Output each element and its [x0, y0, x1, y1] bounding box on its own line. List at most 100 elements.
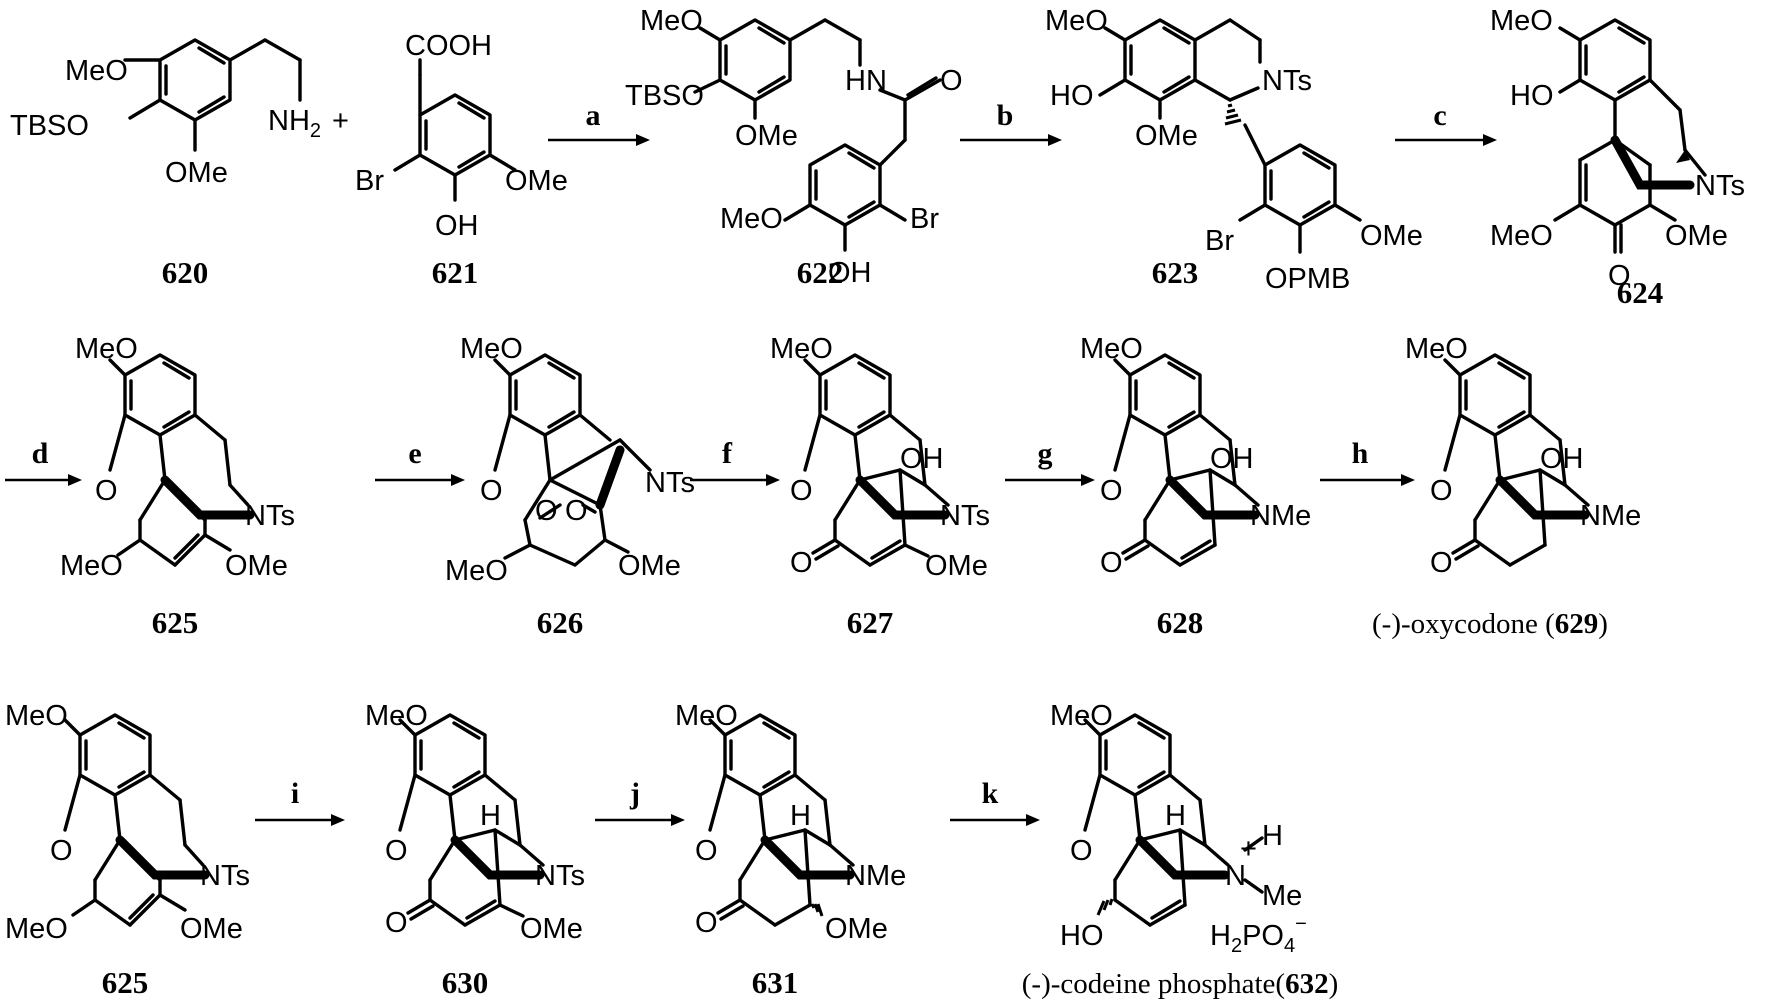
ome-label: OMe	[1135, 120, 1198, 152]
compound-number-631: 631	[752, 965, 799, 1000]
oh-label: OH	[1540, 443, 1584, 475]
compound-number-625: 625	[152, 605, 199, 640]
nme-label: NMe	[845, 860, 906, 892]
compound-number-622: 622	[797, 255, 844, 290]
nts-label: NTs	[245, 500, 295, 532]
o-bridge-label: O	[695, 835, 718, 867]
ome-label: OMe	[825, 913, 888, 945]
meo-label: MeO	[640, 5, 703, 37]
ho-label: HO	[1510, 80, 1554, 112]
compound-name-629: (-)-oxycodone (629)	[1372, 608, 1608, 640]
nts-label: NTs	[1695, 170, 1745, 202]
nts-label: NTs	[940, 500, 990, 532]
compound-623: MeO HO OMe NTs Br OMe OPMB 623	[1045, 5, 1423, 295]
opmb-label: OPMB	[1265, 263, 1350, 295]
compound-number-628: 628	[1157, 605, 1204, 640]
compound-625: MeO O NTs MeO OMe 625	[60, 333, 295, 640]
br-label: Br	[355, 165, 384, 197]
nme-label: NMe	[1250, 500, 1311, 532]
ho-label: HO	[1060, 920, 1104, 952]
ome-label: OMe	[165, 157, 228, 189]
ome-label: OMe	[1665, 220, 1728, 252]
compound-620: MeO TBSO OMe NH2 620	[10, 38, 321, 290]
ome-label: OMe	[520, 913, 583, 945]
compound-628: MeO O OH NMe O 628	[1080, 333, 1311, 640]
tbso-label: TBSO	[625, 80, 704, 112]
compound-number-626: 626	[537, 605, 584, 640]
carbonyl-o-label: O	[790, 547, 813, 579]
step-f-arrow: f	[690, 437, 780, 486]
step-label-g: g	[1038, 437, 1053, 470]
step-label-e: e	[408, 437, 421, 470]
compound-627: MeO O OH NTs O OMe 627	[770, 333, 990, 640]
compound-621: COOH Br OH OMe 621	[355, 30, 568, 290]
meo-label: MeO	[1050, 700, 1113, 732]
h-label: H	[790, 800, 811, 832]
peroxide-o-label: O	[565, 495, 588, 527]
step-label-j: j	[629, 777, 640, 810]
step-b-arrow: b	[960, 99, 1062, 146]
br-label: Br	[1205, 225, 1234, 257]
compound-number-620: 620	[162, 255, 209, 290]
ome-label: OMe	[735, 120, 798, 152]
step-h-arrow: h	[1320, 437, 1415, 486]
compound-626: MeO O NTs O O MeO OMe 626	[445, 333, 695, 640]
compound-624: MeO HO NTs MeO O OMe 624	[1490, 5, 1745, 310]
compound-632: MeO O H N + H Me HO H2PO4− (-)-codeine p…	[1022, 700, 1338, 1000]
nts-label: NTs	[535, 860, 585, 892]
meo-label: MeO	[1490, 220, 1553, 252]
step-g-arrow: g	[1005, 437, 1095, 486]
ome-label: OMe	[505, 165, 568, 197]
peroxide-o-label: O	[535, 495, 558, 527]
step-label-d: d	[32, 437, 49, 470]
o-bridge-label: O	[1070, 835, 1093, 867]
compound-number-623: 623	[1152, 255, 1199, 290]
nh2-label: NH2	[268, 105, 321, 142]
oh-label: OH	[828, 257, 872, 289]
step-d-arrow: d	[5, 437, 82, 486]
step-k-arrow: k	[950, 777, 1040, 826]
nts-label: NTs	[200, 860, 250, 892]
compound-name-632: (-)-codeine phosphate(632)	[1022, 968, 1338, 1000]
step-label-f: f	[722, 437, 733, 470]
compound-631: MeO O H NMe O OMe 631	[675, 700, 906, 1000]
step-j-arrow: j	[595, 777, 685, 826]
meo-label: MeO	[1405, 333, 1468, 365]
o-bridge-label: O	[1430, 475, 1453, 507]
step-label-b: b	[997, 99, 1014, 132]
step-c-arrow: c	[1395, 99, 1497, 146]
h-label: H	[1165, 800, 1186, 832]
n-methyl-label: Me	[1262, 880, 1302, 912]
cooh-label: COOH	[405, 30, 492, 62]
ome-label: OMe	[225, 550, 288, 582]
phosphate-counterion-label: H2PO4−	[1210, 913, 1307, 957]
meo-label: MeO	[770, 333, 833, 365]
br-label: Br	[910, 203, 939, 235]
oh-label: OH	[435, 210, 479, 242]
meo-label: MeO	[675, 700, 738, 732]
carbonyl-o-label: O	[1430, 547, 1453, 579]
compound-number-627: 627	[847, 605, 894, 640]
h-label: H	[480, 800, 501, 832]
compound-number-625: 625	[102, 965, 149, 1000]
o-bridge-label: O	[480, 475, 503, 507]
ome-label: OMe	[1360, 220, 1423, 252]
meo-label: MeO	[65, 55, 128, 87]
hn-label: HN	[845, 65, 887, 97]
nme-label: NMe	[1580, 500, 1641, 532]
step-i-arrow: i	[255, 777, 345, 826]
carbonyl-o-label: O	[1100, 547, 1123, 579]
meo-label: MeO	[720, 203, 783, 235]
meo-label: MeO	[365, 700, 428, 732]
step-a-arrow: a	[548, 99, 650, 146]
compound-number-630: 630	[442, 965, 489, 1000]
ome-label: OMe	[180, 913, 243, 945]
compound-number-624: 624	[1617, 275, 1664, 310]
carbonyl-o-label: O	[385, 907, 408, 939]
meo-label: MeO	[5, 700, 68, 732]
meo-label: MeO	[5, 913, 68, 945]
ho-label: HO	[1050, 80, 1094, 112]
compound-622: MeO TBSO OMe HN O MeO OH Br 622	[625, 5, 963, 290]
ammonium-n-label: N	[1225, 860, 1246, 892]
meo-label: MeO	[60, 550, 123, 582]
